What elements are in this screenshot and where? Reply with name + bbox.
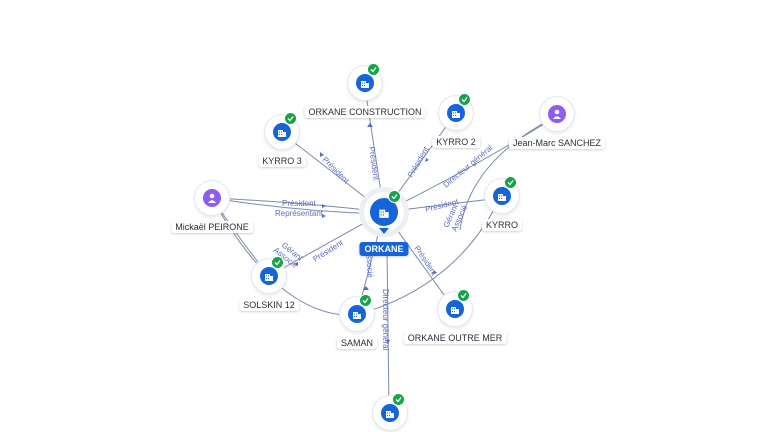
node-circle <box>485 176 519 213</box>
node-label: Jean-Marc SANCHEZ <box>508 137 606 149</box>
node-circle <box>438 289 472 326</box>
edge-solskin <box>268 211 385 277</box>
edge-label-construction: Président <box>367 146 381 181</box>
edge-jms-kyrro <box>459 115 558 231</box>
verified-check-icon <box>359 294 372 307</box>
building-icon <box>381 404 399 422</box>
node-circle <box>265 112 299 149</box>
verified-check-icon <box>458 93 471 106</box>
verified-check-icon <box>504 176 517 189</box>
person-icon <box>548 105 566 123</box>
node-circle <box>252 256 286 293</box>
verified-check-icon <box>388 190 401 203</box>
verified-check-icon <box>367 63 380 76</box>
building-icon <box>273 123 291 141</box>
node-label: SOLSKIN 12 <box>239 299 299 311</box>
edge-label-saman: Associé <box>364 250 375 279</box>
building-icon <box>356 74 374 92</box>
edge-label-mickael-2: Représentant <box>275 209 324 218</box>
node-label: ORKANE OUTRE MER <box>403 332 507 344</box>
node-label: KYRRO 2 <box>432 136 480 148</box>
verified-check-icon <box>392 393 405 406</box>
node-circle <box>348 63 382 100</box>
edge-outremer <box>383 211 456 311</box>
edge-arrow <box>322 214 326 218</box>
edge-label-kyrro2: Président <box>406 145 431 179</box>
node-circle <box>340 294 374 331</box>
edge-label-solskin: Président <box>311 238 345 264</box>
edge-arrow <box>322 204 326 208</box>
edge-bottom <box>386 249 390 411</box>
node-label: KYRRO 3 <box>258 155 306 167</box>
edge-saman-kyrro <box>371 197 501 311</box>
edge-arrow <box>294 262 298 266</box>
edge-arrow <box>432 270 437 274</box>
edge-label-jms: Directeur général <box>442 143 495 189</box>
building-icon <box>348 305 366 323</box>
node-label: Mickaël PEIRONE <box>171 221 253 233</box>
verified-check-icon <box>271 256 284 269</box>
node-label: KYRRO <box>481 219 523 231</box>
verified-check-icon <box>457 289 470 302</box>
building-icon <box>446 300 464 318</box>
node-circle <box>195 181 229 215</box>
node-circle <box>439 93 473 130</box>
person-icon <box>203 189 221 207</box>
edge-mickael-1 <box>211 197 385 213</box>
edge-arrow <box>386 340 390 344</box>
node-label: SAMAN <box>336 337 378 349</box>
edge-jms <box>383 115 558 213</box>
building-icon <box>447 104 465 122</box>
edge-mickael-2 <box>211 197 385 215</box>
node-circle <box>540 97 574 131</box>
edge-label-mickael-1: Président <box>282 199 317 208</box>
location-pin-icon <box>379 228 389 234</box>
center-node-label: ORKANE <box>359 242 409 256</box>
edge-label-bottom: Directeur général <box>381 289 390 351</box>
node-circle <box>373 393 407 430</box>
node-label: ORKANE CONSTRUCTION <box>304 106 426 118</box>
building-icon <box>260 267 278 285</box>
building-icon <box>493 187 511 205</box>
edge-arrow <box>367 123 373 127</box>
edge-arrow <box>425 158 429 162</box>
edge-label-kyrro3: Président <box>321 155 352 186</box>
edge-kyrro3 <box>281 132 385 213</box>
verified-check-icon <box>284 112 297 125</box>
node-circle <box>364 190 404 232</box>
edge-arrow <box>320 152 324 157</box>
edge-arrow <box>363 286 369 290</box>
